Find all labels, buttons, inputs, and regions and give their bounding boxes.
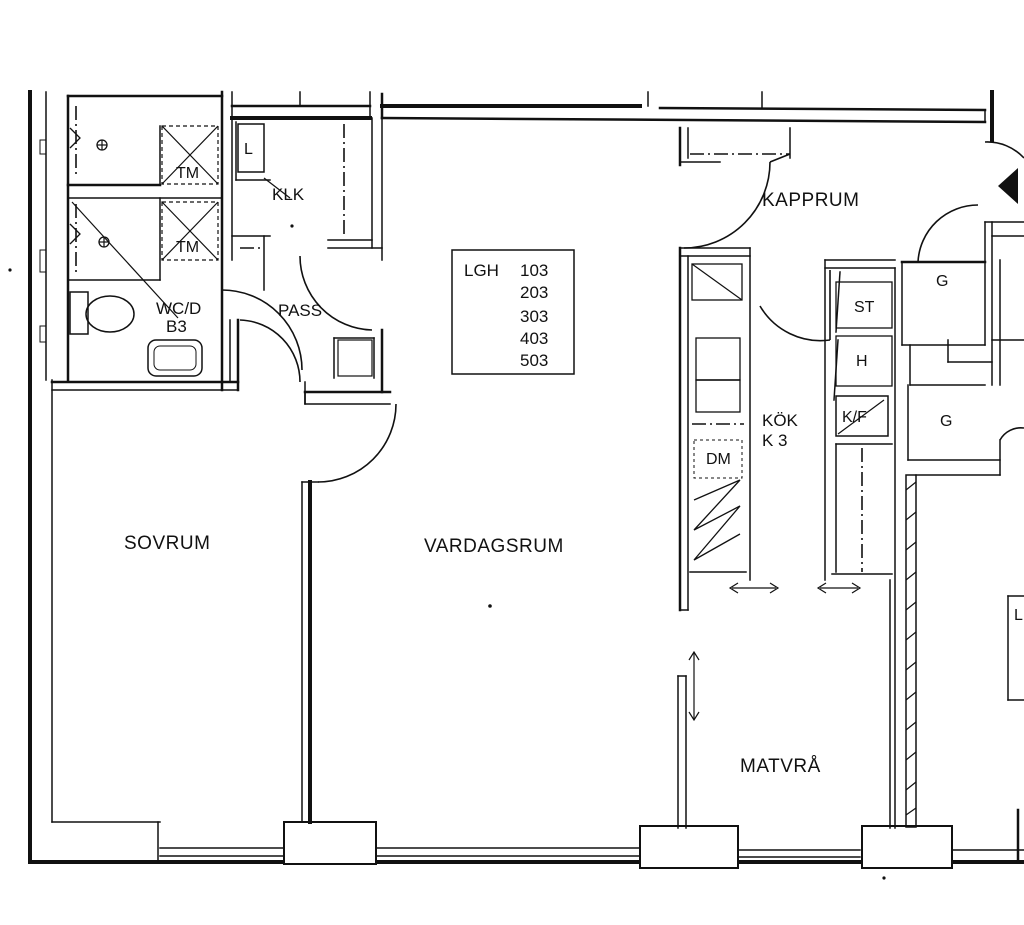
label-matvra: MATVRÅ <box>740 756 821 777</box>
apartment-number-1: 103 <box>520 261 548 280</box>
apartment-numbers: LGH 103 203 303 403 503 <box>464 261 548 370</box>
label-st: ST <box>854 299 875 316</box>
apartment-number-2: 203 <box>520 283 548 302</box>
apartment-number-3: 303 <box>520 307 548 326</box>
label-kf: K/F <box>842 409 867 426</box>
label-lgh: LGH <box>464 261 499 280</box>
drawing-dots <box>8 224 886 880</box>
label-l-closet: L <box>244 141 253 158</box>
label-kapprum: KAPPRUM <box>762 190 859 211</box>
label-kok: KÖK <box>762 411 799 430</box>
label-vardagsrum: VARDAGSRUM <box>424 536 564 557</box>
label-klk: KLK <box>272 185 305 204</box>
label-wc-code: B3 <box>166 317 187 336</box>
interior-walls <box>50 90 1024 864</box>
doors <box>221 141 1024 483</box>
label-tm-bottom: TM <box>176 239 199 256</box>
apartment-number-4: 403 <box>520 329 548 348</box>
label-g-bottom: G <box>940 413 952 430</box>
apartment-number-5: 503 <box>520 351 548 370</box>
apartment-label-box <box>451 249 575 375</box>
kitchen-fixtures <box>688 263 893 722</box>
label-wc: WC/D <box>156 299 201 318</box>
label-pass: PASS <box>278 301 322 320</box>
closet-fixtures <box>237 123 373 377</box>
window-pillars <box>157 821 953 869</box>
label-kok-code: K 3 <box>762 431 788 450</box>
label-sovrum: SOVRUM <box>124 533 210 554</box>
label-g-top: G <box>936 273 948 290</box>
label-h: H <box>856 353 868 370</box>
wall-hatching <box>905 481 917 816</box>
label-dm: DM <box>706 451 731 468</box>
label-l-edge: L <box>1014 607 1023 624</box>
label-tm-top: TM <box>176 165 199 182</box>
bathroom-fixtures <box>39 106 219 377</box>
fixture-labels: TM TM L ST H K/F DM G G L <box>176 141 1023 624</box>
outer-walls <box>28 90 1024 864</box>
room-labels: SOVRUM VARDAGSRUM MATVRÅ KÖK K 3 KAPPRUM… <box>124 185 859 777</box>
